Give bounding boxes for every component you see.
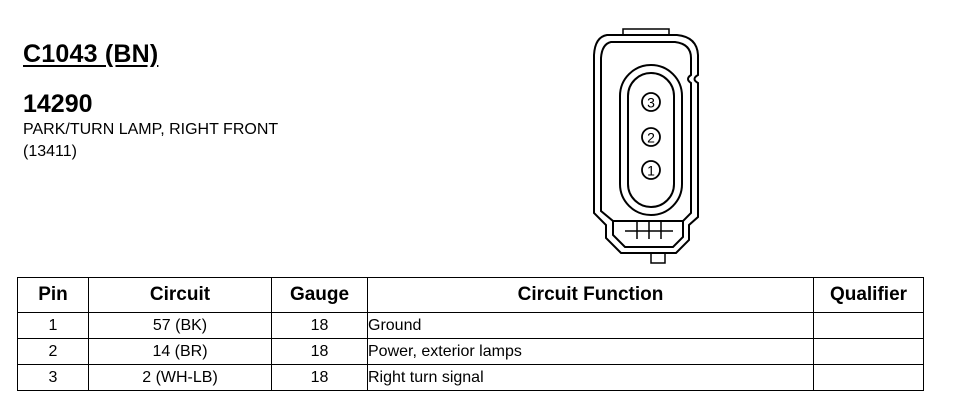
- col-header-function: Circuit Function: [367, 277, 814, 313]
- pin-2-marker: [641, 127, 661, 147]
- pin-cell: 2: [17, 338, 89, 365]
- table-header-row: Pin Circuit Gauge Circuit Function Quali…: [17, 277, 924, 313]
- pin-cavity-inner: [627, 72, 675, 208]
- connector-face-diagram: 3 2 1: [593, 28, 699, 264]
- circuit-cell: 2 (WH-LB): [88, 364, 272, 391]
- connector-id: C1043 (BN): [23, 40, 159, 68]
- component-reference: (13411): [23, 143, 77, 160]
- pin-3-marker: [641, 92, 661, 112]
- connector-bottom-tab: [650, 252, 666, 264]
- circuit-cell: 14 (BR): [88, 338, 272, 365]
- pinout-table: Pin Circuit Gauge Circuit Function Quali…: [17, 277, 924, 391]
- connector-housing-outline: [593, 34, 699, 254]
- gauge-cell: 18: [271, 364, 368, 391]
- gauge-cell: 18: [271, 312, 368, 339]
- function-cell: Right turn signal: [367, 364, 814, 391]
- table-row: 1 57 (BK) 18 Ground: [17, 312, 924, 339]
- pin-3-label: 3: [647, 95, 655, 111]
- qualifier-cell: [813, 312, 924, 339]
- gauge-cell: 18: [271, 338, 368, 365]
- col-header-circuit: Circuit: [88, 277, 272, 313]
- pin-1-marker: [641, 160, 661, 180]
- col-header-gauge: Gauge: [271, 277, 368, 313]
- pin-cell: 3: [17, 364, 89, 391]
- part-number: 14290: [23, 90, 93, 118]
- table-row: 2 14 (BR) 18 Power, exterior lamps: [17, 338, 924, 365]
- connector-top-tab: [622, 28, 670, 36]
- col-header-qualifier: Qualifier: [813, 277, 924, 313]
- pin-cell: 1: [17, 312, 89, 339]
- col-header-pin: Pin: [17, 277, 89, 313]
- component-description: PARK/TURN LAMP, RIGHT FRONT: [23, 121, 279, 138]
- pin-cavity-outer: [619, 64, 683, 216]
- table-row: 3 2 (WH-LB) 18 Right turn signal: [17, 364, 924, 391]
- pin-1-label: 1: [647, 163, 655, 179]
- qualifier-cell: [813, 364, 924, 391]
- connector-inner-outline: [600, 41, 692, 248]
- function-cell: Power, exterior lamps: [367, 338, 814, 365]
- circuit-cell: 57 (BK): [88, 312, 272, 339]
- pin-2-label: 2: [647, 130, 655, 146]
- qualifier-cell: [813, 338, 924, 365]
- function-cell: Ground: [367, 312, 814, 339]
